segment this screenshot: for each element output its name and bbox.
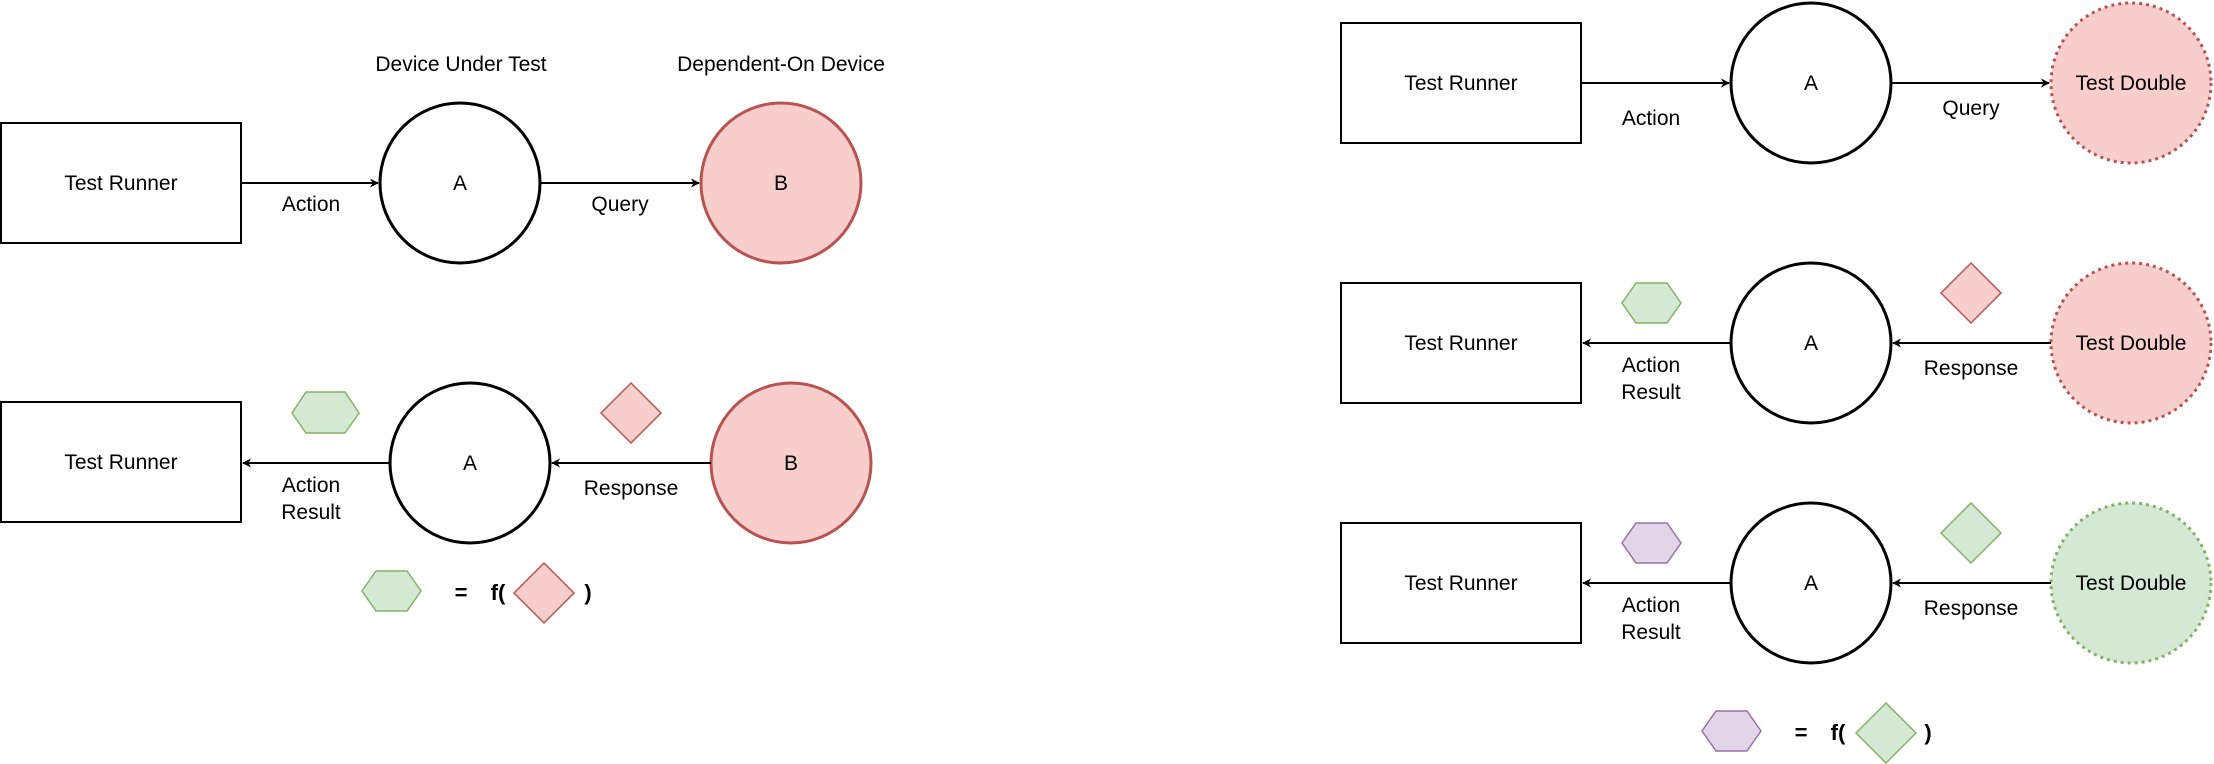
test-double-label: Test Double: [2076, 72, 2187, 95]
test-runner-box: [0, 401, 242, 523]
right-row-2: Test Runner A Test Double Action Result …: [1340, 261, 2213, 425]
action-result-label-line2: Result: [1621, 381, 1681, 404]
action-label: Action: [1622, 107, 1680, 130]
test-runner-box: [1340, 282, 1582, 404]
device-a-label: A: [1804, 332, 1818, 355]
right-row-1: Test Runner A Test Double Action Query: [1340, 1, 2213, 165]
function-close: ): [1924, 720, 1931, 745]
device-a-label: A: [463, 452, 477, 475]
function-close: ): [584, 580, 591, 605]
test-runner-label: Test Runner: [1404, 572, 1517, 595]
action-label: Action: [282, 193, 340, 216]
device-b-circle: [699, 101, 863, 265]
action-result-label-line1: Action: [1622, 594, 1680, 617]
device-b-label: B: [784, 452, 798, 475]
function-open: f(: [1831, 720, 1846, 745]
action-result-label-line1: Action: [282, 474, 340, 497]
query-label: Query: [591, 193, 649, 216]
device-a-label: A: [1804, 72, 1818, 95]
test-runner-box: [1340, 522, 1582, 644]
test-double-circle: [2049, 261, 2213, 425]
test-runner-box: [0, 122, 242, 244]
action-result-hexagon-icon: [1621, 522, 1682, 564]
test-double-label: Test Double: [2076, 572, 2187, 595]
test-runner-label: Test Runner: [1404, 332, 1517, 355]
result-hexagon-icon: [1701, 710, 1762, 752]
action-result-hexagon-icon: [291, 391, 360, 434]
query-label: Query: [1942, 97, 2000, 120]
right-formula: = f( ): [1701, 701, 1932, 764]
result-hexagon-icon: [361, 570, 422, 612]
input-diamond-icon: [512, 561, 576, 625]
device-b-label: B: [774, 172, 788, 195]
test-runner-label: Test Runner: [64, 451, 177, 474]
equals-sign: =: [1795, 720, 1808, 745]
test-double-circle: [2049, 1, 2213, 165]
response-label: Response: [1924, 357, 2019, 380]
input-diamond-icon: [1854, 701, 1918, 764]
action-result-label-line1: Action: [1622, 354, 1680, 377]
right-row-3: Test Runner A Test Double Action Result …: [1340, 501, 2213, 665]
device-a-label: A: [1804, 572, 1818, 595]
function-open: f(: [491, 580, 506, 605]
left-bottom-row: Test Runner A B Action Result Response: [0, 381, 873, 545]
device-under-test-heading: Device Under Test: [375, 53, 546, 76]
left-formula: = f( ): [361, 561, 592, 625]
response-diamond-icon: [1939, 261, 2003, 325]
equals-sign: =: [455, 580, 468, 605]
action-result-label-line2: Result: [281, 501, 341, 524]
device-a-label: A: [453, 172, 467, 195]
response-diamond-icon: [1939, 501, 2003, 565]
test-double-label: Test Double: [2076, 332, 2187, 355]
action-result-label-line2: Result: [1621, 621, 1681, 644]
response-diamond-icon: [599, 381, 663, 445]
left-top-row: Device Under Test Dependent-On Device Te…: [0, 53, 885, 265]
test-runner-label: Test Runner: [1404, 72, 1517, 95]
dependent-on-device-heading: Dependent-On Device: [677, 53, 885, 76]
test-double-circle: [2049, 501, 2213, 665]
action-result-hexagon-icon: [1621, 282, 1682, 324]
test-runner-box: [1340, 22, 1582, 144]
response-label: Response: [584, 477, 679, 500]
test-runner-label: Test Runner: [64, 172, 177, 195]
response-label: Response: [1924, 597, 2019, 620]
